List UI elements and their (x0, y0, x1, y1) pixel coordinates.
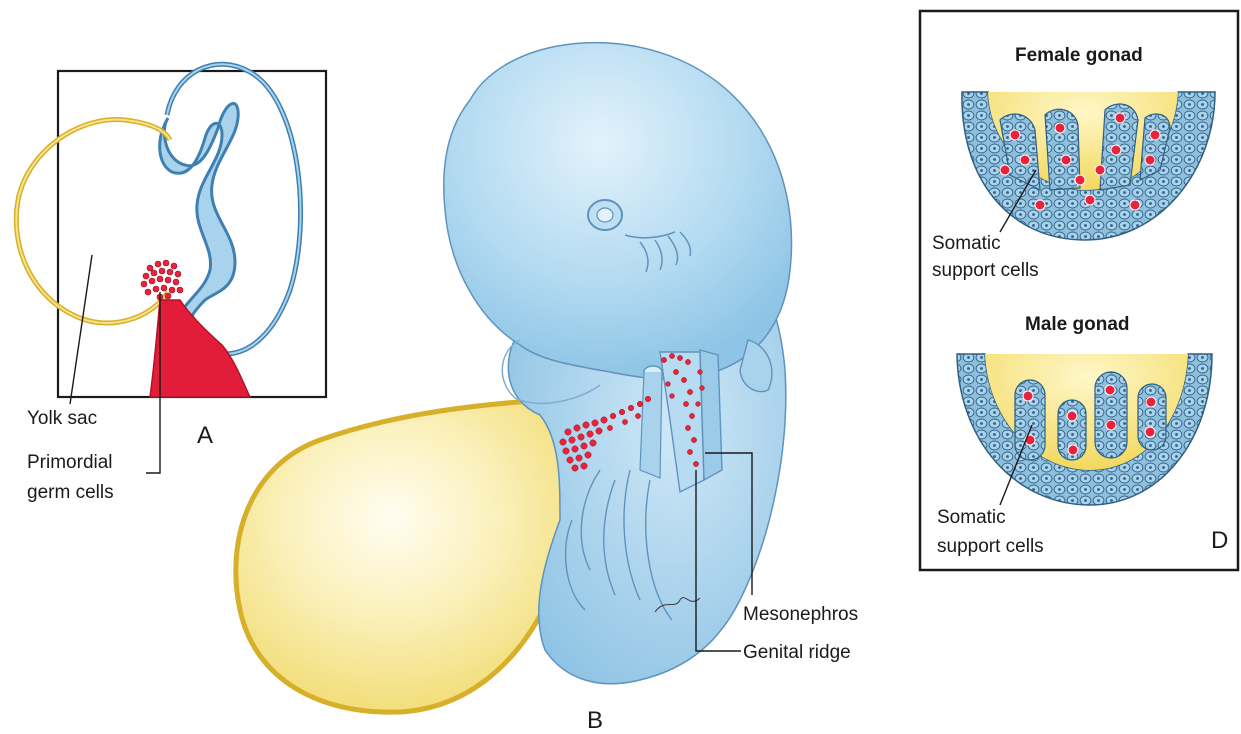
mesonephros-column (700, 350, 722, 480)
genital-ridge-label: Genital ridge (743, 642, 851, 663)
primordial-germ-cells-a (141, 260, 183, 300)
connecting-stalk (150, 300, 250, 397)
embryo-body-shape (160, 103, 238, 330)
panel-d: Female gonad Somatic support cells Male … (920, 11, 1238, 570)
mesonephros-label: Mesonephros (743, 604, 858, 625)
male-gonad-title: Male gonad (1025, 314, 1130, 335)
pgc-label-line1: Primordial (27, 452, 113, 473)
male-support-line1: Somatic (937, 507, 1006, 528)
panel-a: Yolk sac Primordial germ cells A (16, 64, 326, 503)
panel-d-letter: D (1211, 527, 1228, 554)
panel-b-letter: B (587, 707, 603, 734)
pgc-label-line2: germ cells (27, 482, 114, 503)
yolk-sac-label: Yolk sac (27, 408, 97, 429)
female-gonad-title: Female gonad (1015, 45, 1143, 66)
testis-cord (1138, 384, 1166, 450)
female-support-line2: support cells (932, 260, 1039, 281)
female-support-line1: Somatic (932, 233, 1001, 254)
panel-b: Mesonephros Genital ridge B (236, 43, 858, 734)
yolk-sac-b (236, 400, 580, 712)
panel-a-letter: A (197, 422, 213, 449)
yolk-sac-leader (70, 255, 92, 404)
male-support-line2: support cells (937, 536, 1044, 557)
